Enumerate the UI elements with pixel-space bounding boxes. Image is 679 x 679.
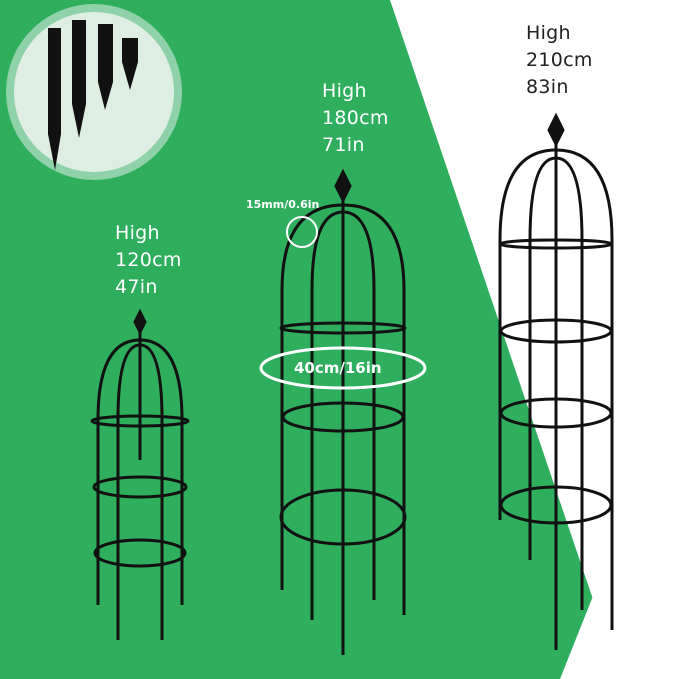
size-medium-cm: 180cm (322, 107, 389, 129)
size-label-small: High 120cm 47in (115, 220, 182, 301)
rod-diameter-label: 15mm/0.6in (246, 198, 320, 211)
size-label-medium: High 180cm 71in (322, 78, 389, 159)
white-background-corner (560, 380, 679, 679)
ring-width-label: 40cm/16in (294, 359, 382, 377)
trellis-small (90, 308, 190, 640)
size-small-cm: 120cm (115, 249, 182, 271)
size-small-high: High (115, 222, 160, 244)
size-tall-high: High (526, 22, 571, 44)
stake-inset (6, 4, 182, 180)
size-tall-in: 83in (526, 76, 569, 98)
trellis-medium (259, 168, 427, 655)
white-background-area (390, 0, 679, 679)
trellis-tall (498, 112, 614, 650)
size-medium-high: High (322, 80, 367, 102)
size-label-tall: High 210cm 83in (526, 20, 593, 101)
stake-spike-icon (48, 20, 138, 170)
size-medium-in: 71in (322, 134, 365, 156)
size-small-in: 47in (115, 276, 158, 298)
size-tall-cm: 210cm (526, 49, 593, 71)
